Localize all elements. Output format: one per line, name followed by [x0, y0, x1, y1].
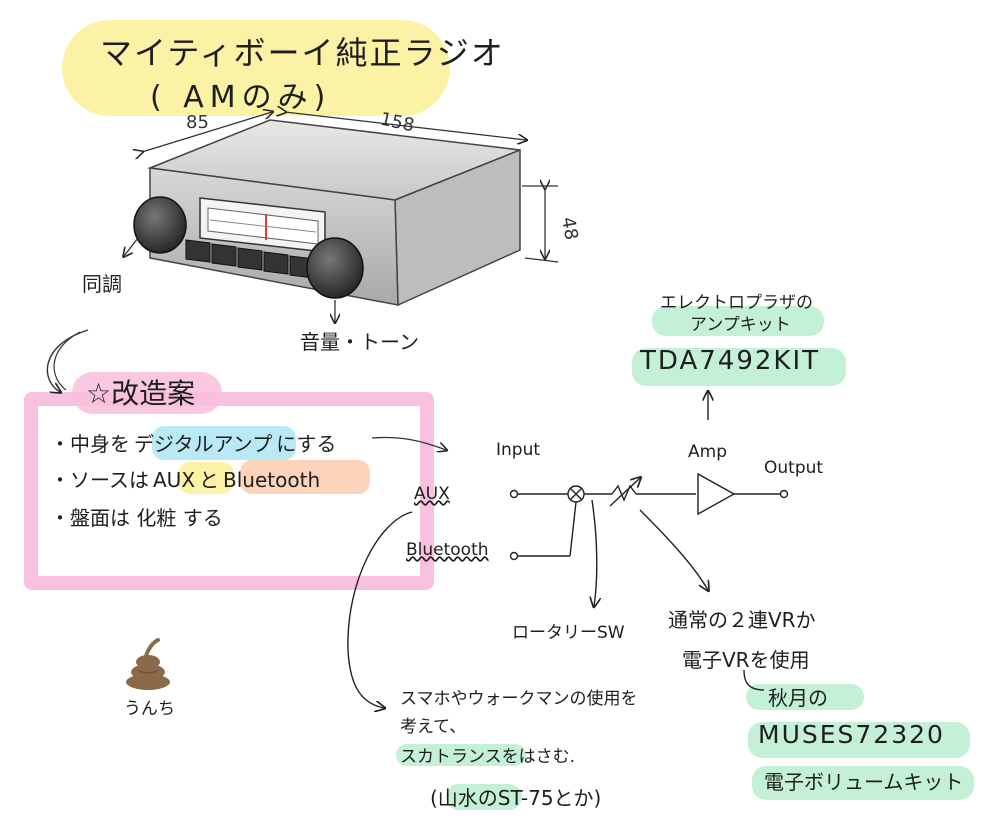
volume-note-line3: 秋月の	[768, 686, 828, 710]
amp-label: Amp	[688, 442, 727, 462]
proposal-item-2-bluetooth: Bluetooth	[223, 468, 321, 492]
page-title: マイティボーイ純正ラジオ	[100, 34, 505, 72]
volume-note-model: MUSES72320	[758, 720, 945, 749]
proposal-item-3-text: ・盤面は 化粧 する	[50, 506, 223, 530]
volume-highlight-1	[746, 684, 864, 710]
kit-highlight-1	[652, 306, 824, 336]
circuit-diagram	[347, 392, 789, 708]
amp-kit-line1: エレクトロプラザの	[660, 293, 813, 313]
volume-highlight-3	[752, 766, 974, 800]
dimension-depth: 85	[186, 112, 209, 133]
transformer-note-line4: (山水のST-75とか)	[430, 786, 602, 810]
amp-kit-model: TDA7492KIT	[640, 346, 820, 376]
bluetooth-label: Bluetooth	[406, 540, 489, 560]
proposal-item-1-suffix: にする	[276, 432, 337, 456]
aux-label: AUX	[414, 484, 450, 504]
transformer-note-line1: スマホやウォークマンの使用を	[400, 689, 638, 709]
proposal-heading-highlight	[72, 372, 222, 414]
volume-note-line4: 電子ボリュームキット	[764, 770, 964, 794]
volume-note-line2: 電子VRを使用	[682, 648, 810, 672]
volume-tone-label: 音量・トーン	[300, 330, 419, 354]
poop-mascot	[126, 638, 170, 690]
tuning-label: 同調	[82, 272, 122, 296]
proposal-heading: ☆改造案	[86, 377, 196, 410]
output-label: Output	[764, 458, 824, 478]
input-label: Input	[496, 440, 541, 460]
dimension-height: 48	[557, 215, 582, 242]
proposal-item-1: ・中身をデジタルアンプにする	[50, 428, 336, 457]
volume-highlight-2	[748, 722, 970, 758]
rotary-switch-label: ロータリーSW	[512, 623, 625, 643]
bluetooth-highlight	[240, 460, 370, 494]
digital-amp-highlight	[152, 426, 296, 460]
proposal-item-1-prefix: ・中身を	[50, 432, 130, 456]
amp-kit-line2: アンプキット	[690, 315, 791, 335]
transformer-highlight-1	[396, 744, 526, 766]
proposal-item-2-middle: と	[199, 468, 220, 492]
radio-illustration	[133, 119, 521, 307]
transformer-note-line2: 考えて、	[400, 717, 467, 737]
volume-note-line1: 通常の２連VRか	[668, 608, 816, 632]
proposal-item-2-prefix: ・ソースは	[50, 468, 149, 492]
mascot-label: うんち	[124, 699, 175, 719]
aux-highlight	[178, 462, 234, 494]
proposal-item-2-aux: AUX	[153, 468, 196, 492]
transformer-highlight-2	[446, 784, 522, 810]
transformer-note-line3: スカトランスをはさむ.	[400, 747, 576, 767]
title-highlight	[62, 20, 450, 116]
proposal-item-1-highlight: デジタルアンプ	[134, 432, 273, 456]
page-subtitle: ( AMのみ)	[150, 80, 332, 115]
kit-highlight-2	[632, 348, 846, 386]
proposal-item-3: ・盤面は 化粧 する	[50, 502, 223, 531]
